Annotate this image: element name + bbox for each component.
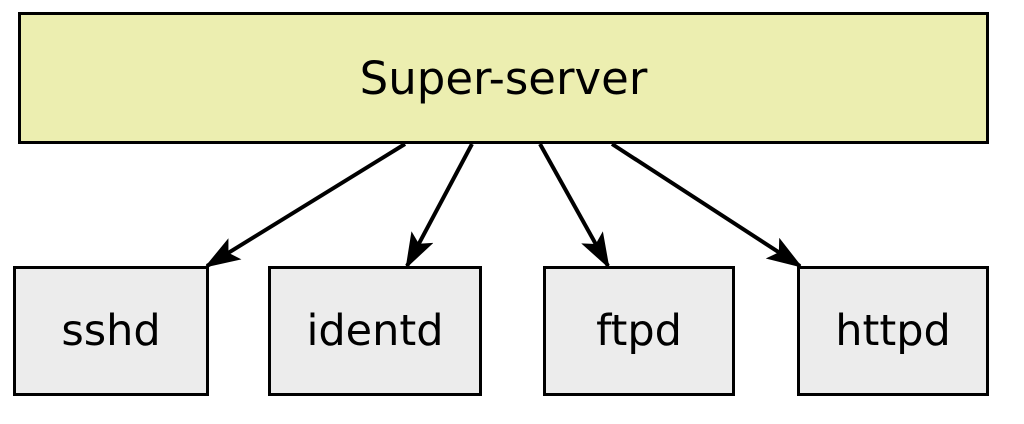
node-httpd-label: httpd [835,305,951,356]
node-identd-label: identd [306,305,444,356]
node-ftpd-label: ftpd [596,305,682,356]
node-identd[interactable]: identd [268,266,482,396]
edge-superserver-identd [405,143,474,269]
node-httpd[interactable]: httpd [797,266,989,396]
node-super-server[interactable]: Super-server [18,12,989,144]
node-ftpd[interactable]: ftpd [543,266,735,396]
node-super-server-label: Super-server [359,51,648,105]
node-sshd-label: sshd [61,305,161,356]
node-sshd[interactable]: sshd [13,266,209,396]
edge-superserver-sshd [204,142,407,268]
edge-superserver-httpd [610,142,803,268]
edge-superserver-ftpd [538,143,610,269]
